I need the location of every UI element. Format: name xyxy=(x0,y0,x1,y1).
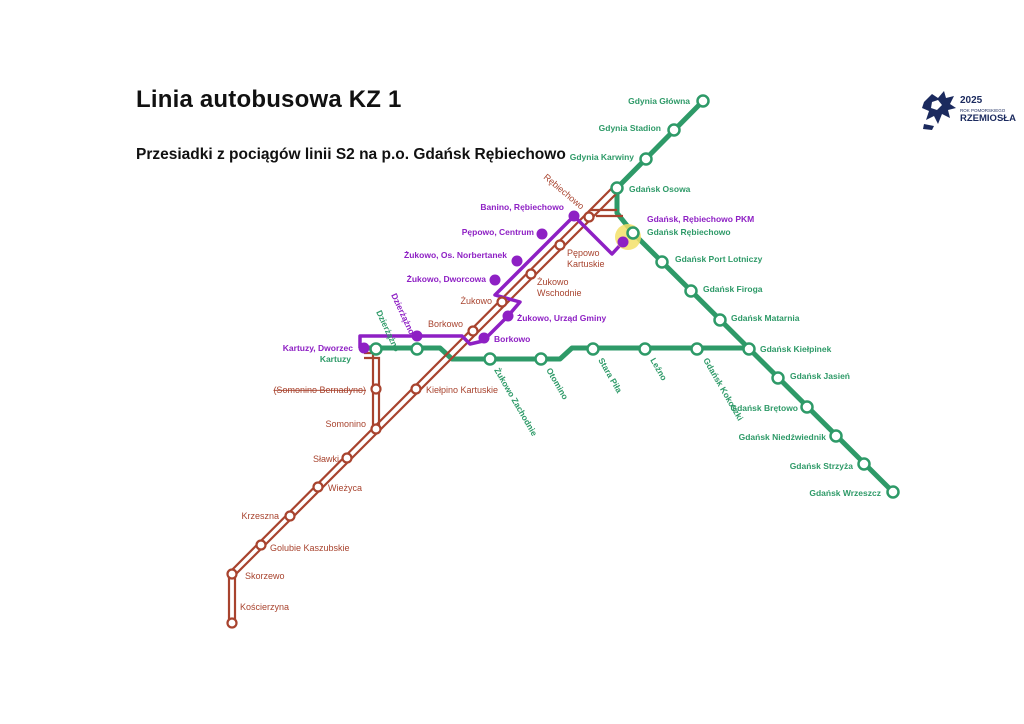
station-label-bus-pepowo: Pępowo, Centrum xyxy=(462,227,535,237)
station-marker-lezno xyxy=(638,342,652,356)
logo-emblem-icon xyxy=(922,91,956,130)
station-marker-pepowo-kartuskie xyxy=(554,239,566,251)
logo-name: RZEMIOSŁA xyxy=(960,113,1016,124)
station-marker-slawki xyxy=(341,452,353,464)
station-label-skorzewo: Skorzewo xyxy=(245,571,285,581)
station-marker-rebiechowo-red xyxy=(583,211,595,223)
station-marker-skorzewo xyxy=(226,568,238,580)
station-marker-bus-dworcowa xyxy=(489,274,501,286)
station-label-golubie-kaszubskie: Golubie Kaszubskie xyxy=(270,543,350,553)
station-label-gdansk-kielpinek: Gdańsk Kiełpinek xyxy=(760,344,832,354)
station-label-gdynia-stadion: Gdynia Stadion xyxy=(599,123,661,133)
station-marker-bus-dzierzazno xyxy=(411,330,423,342)
station-marker-krzeszna xyxy=(284,510,296,522)
station-label-somonino-bernadyno: (Somonino Bernadyno) xyxy=(273,385,366,395)
logo-small-text: ROK POMORSKIEGO xyxy=(960,108,1006,113)
station-label-zukowo: Żukowo xyxy=(460,296,492,306)
station-marker-gdansk-wrzeszcz xyxy=(886,485,900,499)
station-label-gdansk-wrzeszcz: Gdańsk Wrzeszcz xyxy=(809,488,881,498)
station-label-gdansk-niedzwiednik: Gdańsk Niedźwiednik xyxy=(739,432,827,442)
station-marker-gdansk-rebiechowo xyxy=(626,226,640,240)
station-marker-bus-banino xyxy=(568,210,580,222)
logo: 2025 ROK POMORSKIEGO RZEMIOSŁA xyxy=(920,88,1016,132)
station-label-krzeszna: Krzeszna xyxy=(241,511,279,521)
station-marker-gdansk-firoga xyxy=(684,284,698,298)
station-label-kielpino-kartuskie: Kiełpino Kartuskie xyxy=(426,385,498,395)
station-label-gdynia-karwiny: Gdynia Karwiny xyxy=(570,152,635,162)
station-label-gdansk-osowa: Gdańsk Osowa xyxy=(629,184,691,194)
logo-year: 2025 xyxy=(960,95,983,106)
station-label-zukowo-zachodnie: Żukowo Zachodnie xyxy=(492,366,539,438)
station-marker-bus-rebiechowo-pkm xyxy=(617,236,629,248)
station-marker-gdansk-bretowo xyxy=(800,400,814,414)
station-marker-dzierzazno-rail xyxy=(410,342,424,356)
station-label-gdansk-rebiechowo: Gdańsk Rębiechowo xyxy=(647,227,731,237)
station-marker-golubie-kaszubskie xyxy=(255,539,267,551)
station-label-bus-urzad-gminy: Żukowo, Urząd Gminy xyxy=(517,313,607,323)
station-label-kartuzy: Kartuzy xyxy=(320,354,351,364)
station-label-lezno: Leźno xyxy=(648,356,669,382)
station-marker-kielpino-kartuskie xyxy=(410,383,422,395)
station-marker-gdansk-niedzwiednik xyxy=(829,429,843,443)
station-label-bus-dworcowa: Żukowo, Dworcowa xyxy=(407,274,487,284)
station-marker-zukowo xyxy=(496,296,508,308)
station-marker-gdansk-port-lotniczy xyxy=(655,255,669,269)
station-marker-gdynia-stadion xyxy=(667,123,681,137)
station-marker-gdansk-strzyza xyxy=(857,457,871,471)
station-label-gdansk-bretowo: Gdańsk Brętowo xyxy=(730,403,798,413)
page-subtitle: Przesiadki z pociągów linii S2 na p.o. G… xyxy=(136,146,566,163)
page-title: Linia autobusowa KZ 1 xyxy=(136,86,402,113)
station-label-gdansk-port-lotniczy: Gdańsk Port Lotniczy xyxy=(675,254,763,264)
station-label-gdansk-firoga: Gdańsk Firoga xyxy=(703,284,763,294)
station-label-bus-borkowo: Borkowo xyxy=(494,334,530,344)
station-marker-stara-pila xyxy=(586,342,600,356)
station-label-bus-norbertanek: Żukowo, Os. Norbertanek xyxy=(404,250,507,260)
station-marker-gdansk-matarnia xyxy=(713,313,727,327)
station-marker-gdynia-karwiny xyxy=(639,152,653,166)
station-marker-bus-norbertanek xyxy=(511,255,523,267)
station-label-slawki: Sławki xyxy=(313,454,339,464)
station-label-gdansk-kokoszki: Gdańsk Kokoszki xyxy=(701,356,745,422)
station-marker-wiezyca xyxy=(312,481,324,493)
station-marker-kartuzy xyxy=(369,342,383,356)
station-marker-gdansk-jasien xyxy=(771,371,785,385)
station-marker-somonino-bernadyno xyxy=(370,383,382,395)
station-marker-zukowo-zachodnie xyxy=(483,352,497,366)
station-label-gdynia-glowna: Gdynia Główna xyxy=(628,96,690,106)
station-label-koscierzyna: Kościerzyna xyxy=(240,602,289,612)
station-label-otomino: Otomino xyxy=(544,366,570,401)
station-label-gdansk-strzyza: Gdańsk Strzyża xyxy=(790,461,854,471)
station-label-somonino: Somonino xyxy=(325,419,366,429)
station-marker-borkowo-red xyxy=(467,325,479,337)
station-marker-gdynia-glowna xyxy=(696,94,710,108)
station-label-bus-banino: Banino, Rębiechowo xyxy=(480,202,564,212)
station-label-gdansk-jasien: Gdańsk Jasień xyxy=(790,371,850,381)
station-label-gdansk-matarnia: Gdańsk Matarnia xyxy=(731,313,800,323)
station-marker-gdansk-kielpinek xyxy=(742,342,756,356)
station-marker-otomino xyxy=(534,352,548,366)
station-label-stara-pila: Stara Piła xyxy=(596,356,624,395)
station-marker-bus-pepowo xyxy=(536,228,548,240)
green-line-west xyxy=(364,345,748,362)
station-marker-gdansk-osowa xyxy=(610,181,624,195)
station-marker-somonino xyxy=(370,423,382,435)
station-marker-gdansk-kokoszki xyxy=(690,342,704,356)
station-marker-koscierzyna xyxy=(226,617,238,629)
station-marker-bus-urzad-gminy xyxy=(502,310,514,322)
red-line-branch-b xyxy=(364,356,381,428)
station-label-borkowo-red: Borkowo xyxy=(428,319,463,329)
station-marker-bus-kartuzy xyxy=(358,342,370,354)
station-label-wiezyca: Wieżyca xyxy=(328,483,362,493)
station-marker-zukowo-wschodnie xyxy=(525,268,537,280)
station-marker-bus-borkowo xyxy=(478,332,490,344)
station-label-bus-rebiechowo-pkm: Gdańsk, Rębiechowo PKM xyxy=(647,214,754,224)
station-label-bus-kartuzy: Kartuzy, Dworzec xyxy=(283,343,353,353)
